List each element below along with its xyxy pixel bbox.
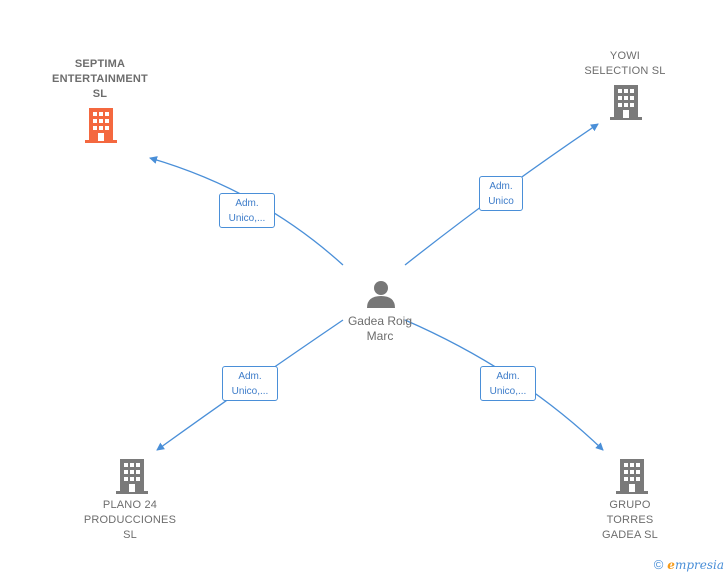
company-node-plano24[interactable]: PLANO 24 PRODUCCIONES SL <box>60 498 200 543</box>
empresia-watermark: ©empresia <box>654 557 724 572</box>
company-name: GRUPO TORRES GADEA SL <box>601 499 658 541</box>
building-icon <box>85 108 117 143</box>
person-node-gadea-roig-marc[interactable]: Gadea Roig Marc <box>320 314 440 344</box>
company-name: PLANO 24 PRODUCCIONES SL <box>83 499 177 541</box>
company-node-yowi[interactable]: YOWI SELECTION SL <box>555 49 695 79</box>
edge-label-plano24[interactable]: Adm.Unico,... <box>222 366 278 401</box>
building-icon <box>610 85 642 120</box>
company-node-grupo[interactable]: GRUPO TORRES GADEA SL <box>560 498 700 543</box>
person-name: Gadea Roig Marc <box>347 314 413 343</box>
edge-label-septima[interactable]: Adm.Unico,... <box>219 193 275 228</box>
building-icon <box>116 459 148 494</box>
copyright-icon: © <box>653 557 664 572</box>
brand-logo: empresia <box>667 558 724 572</box>
edge-label-grupo[interactable]: Adm.Unico,... <box>480 366 536 401</box>
company-name: SEPTIMA ENTERTAINMENT SL <box>52 58 148 100</box>
company-name: YOWI SELECTION SL <box>584 50 666 77</box>
person-icon <box>367 281 395 308</box>
company-node-septima[interactable]: SEPTIMA ENTERTAINMENT SL <box>30 57 170 102</box>
building-icon <box>616 459 648 494</box>
edge-label-yowi[interactable]: Adm.Unico <box>479 176 523 211</box>
